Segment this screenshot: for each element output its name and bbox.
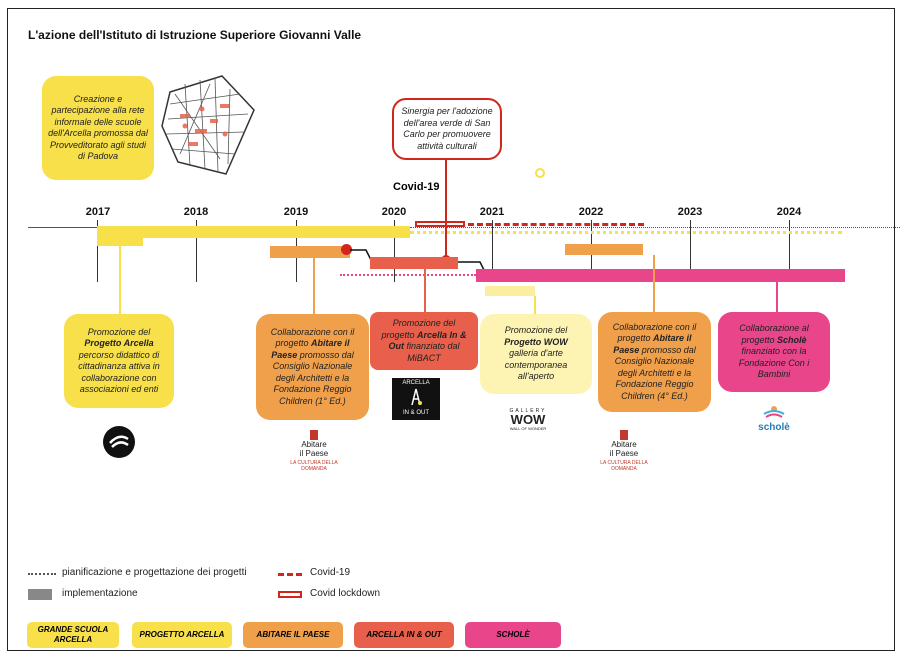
planning-schole [340, 274, 476, 276]
abitare-logo-1-icon [310, 430, 318, 440]
year-2020: 2020 [381, 206, 407, 218]
wow-logo-line1: GALLERY [509, 408, 547, 414]
schole-logo: scholè [750, 404, 798, 433]
abitare-logo-1: Abitare il Paese LA CULTURA DELLA DOMAND… [278, 430, 350, 472]
box-sinergia-text: Sinergia per l'adozione dell'area verde … [401, 106, 493, 151]
tick-2021 [492, 220, 493, 282]
wow-logo: GALLERY WOW WALL OF WONDER [500, 408, 556, 431]
tick-2018 [196, 220, 197, 282]
diagram-frame [7, 8, 895, 651]
schole-logo-text: scholè [758, 422, 790, 433]
bar-progetto-wow [485, 286, 535, 296]
legend-implementation-label: implementazione [62, 588, 138, 599]
covid-lockdown-bar [415, 221, 465, 227]
box-rete-scuole: Creazione e partecipazione alla rete inf… [42, 76, 154, 180]
category-grande-scuola-arcella: GRANDE SCUOLA ARCELLA [27, 622, 119, 648]
box-in-out-text: Promozione del progetto Arcella In & Out… [381, 318, 467, 363]
box-abitare-il-paese-1: Collaborazione con il progetto Abitare i… [256, 314, 369, 420]
connector-abitare-1 [313, 258, 315, 314]
box-abitare-4-text: Collaborazione con il progetto Abitare i… [612, 321, 697, 401]
year-2023: 2023 [677, 206, 703, 218]
box-abitare-1-text: Collaborazione con il progetto Abitare i… [270, 326, 355, 406]
legend-planning-label: pianificazione e progettazione dei proge… [62, 567, 247, 578]
abitare-logo-4-line2: il Paese [609, 449, 639, 458]
inout-logo-line2: IN & OUT [402, 410, 429, 416]
wow-logo-line2: WOW [510, 412, 546, 427]
abitare-logo-1-line1: Abitare [301, 440, 327, 449]
year-2021: 2021 [479, 206, 505, 218]
abitare-logo-1-sub: LA CULTURA DELLA DOMANDA [290, 460, 338, 472]
connector-in-out [424, 269, 426, 314]
bar-abitare-il-paese-1 [270, 246, 350, 258]
connector-arcella [119, 246, 121, 318]
category-progetto-arcella: PROGETTO ARCELLA [132, 622, 232, 648]
tick-2020 [394, 220, 395, 282]
legend-covid-swatch [278, 573, 302, 576]
timeline-axis-future [410, 227, 900, 228]
bar-arcella-in-out [370, 257, 458, 269]
bar-schole [476, 269, 845, 282]
abitare-logo-4-line1: Abitare [611, 440, 637, 449]
legend-lockdown-swatch [278, 591, 302, 598]
abitare-logo-4-icon [620, 430, 628, 440]
bar-grande-scuola-arcella [97, 226, 410, 238]
box-schole-text: Collaborazione al progetto Scholè finanz… [738, 323, 810, 380]
year-2022: 2022 [578, 206, 604, 218]
category-abitare-il-paese: ABITARE IL PAESE [243, 622, 343, 648]
connector-schole [776, 282, 778, 314]
page-title: L'azione dell'Istituto di Istruzione Sup… [28, 28, 362, 42]
tick-2023 [690, 220, 691, 282]
year-2017: 2017 [85, 206, 111, 218]
connector-abitare-4 [653, 255, 655, 313]
legend-implementation-swatch [28, 589, 52, 600]
year-2024: 2024 [776, 206, 802, 218]
box-schole: Collaborazione al progetto Scholè finanz… [718, 312, 830, 392]
abitare-logo-4-sub: LA CULTURA DELLA DOMANDA [600, 460, 648, 472]
bar-abitare-il-paese-4 [565, 244, 643, 255]
tick-2017 [97, 220, 98, 282]
connector-wow [534, 296, 536, 314]
marker-in-out-start [341, 244, 352, 255]
year-2019: 2019 [283, 206, 309, 218]
abitare-logo-1-line2: il Paese [299, 449, 329, 458]
box-abitare-il-paese-4: Collaborazione con il progetto Abitare i… [598, 312, 711, 412]
box-rete-scuole-text: Creazione e partecipazione alla rete inf… [48, 93, 148, 162]
category-arcella-in-out: ARCELLA IN & OUT [354, 622, 454, 648]
planning-grande-scuola-arcella [410, 231, 842, 234]
marker-dot [535, 168, 545, 178]
tick-2024 [789, 220, 790, 282]
arcella-map-image [161, 75, 255, 175]
legend-covid-label: Covid-19 [310, 567, 351, 578]
box-arcella-in-out: Promozione del progetto Arcella In & Out… [370, 312, 478, 370]
connector-sinergia [445, 160, 447, 260]
arcella-logo [103, 426, 135, 458]
inout-logo-line1: ARCELLA [402, 380, 430, 386]
inout-logo-icon [411, 388, 422, 406]
legend-lockdown-label: Covid lockdown [310, 588, 381, 599]
legend-planning-swatch [28, 573, 56, 575]
covid-label: Covid-19 [393, 181, 440, 193]
wow-logo-line3: WALL OF WONDER [509, 426, 547, 431]
schole-logo-icon [763, 406, 785, 418]
year-2018: 2018 [183, 206, 209, 218]
bar-progetto-arcella [97, 238, 143, 246]
box-sinergia: Sinergia per l'adozione dell'area verde … [392, 98, 502, 160]
covid-period-line [468, 223, 644, 226]
arcella-in-out-logo: ARCELLA IN & OUT [392, 378, 440, 420]
category-schole: SCHOLÈ [465, 622, 561, 648]
abitare-logo-4: Abitare il Paese LA CULTURA DELLA DOMAND… [588, 430, 660, 472]
